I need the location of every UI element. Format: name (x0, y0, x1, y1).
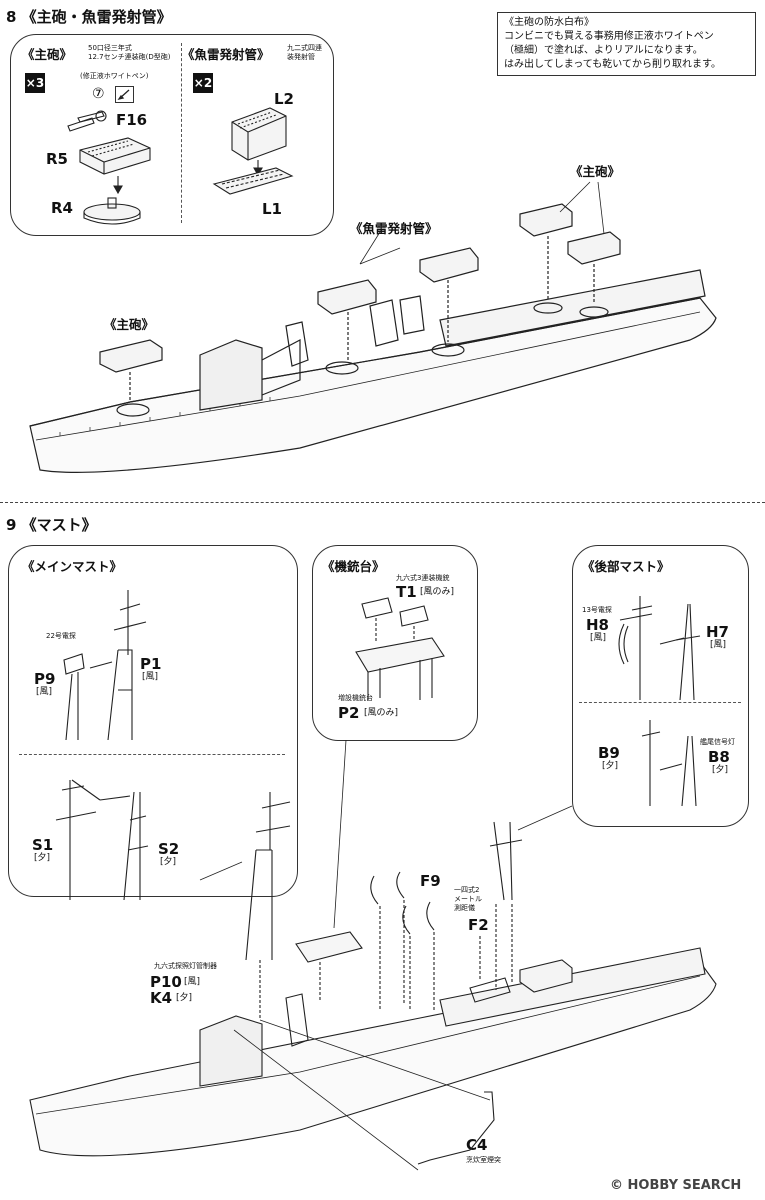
mg-platform-panel (312, 545, 478, 741)
f2-note-3: 測距儀 (454, 904, 475, 912)
part-c4: C4 (466, 1136, 488, 1154)
step-8-hull-icon (29, 181, 717, 473)
part-b9: B9 (598, 744, 620, 762)
torpedo-panel-title: 《魚雷発射管》 (182, 47, 270, 62)
assembly-arrow (89, 661, 113, 669)
step-9-header: 9 《マスト》 (6, 514, 97, 535)
mg-gun-note: 九六式3連装機銃 (396, 574, 450, 582)
part-r5: R5 (46, 150, 68, 168)
stern-light-note: 艦尾信号灯 (700, 738, 735, 746)
part-p9: P9 (34, 670, 56, 688)
step-8-number: 8 (6, 8, 17, 26)
p10-note: 九六式探照灯管制器 (154, 962, 217, 970)
paint-brush-icon (115, 86, 134, 103)
part-p1: P1 (140, 655, 162, 673)
main-gun-desc-1: 50口径三年式 (88, 44, 132, 52)
torpedo-desc-2: 装発射管 (287, 53, 315, 61)
step-8-drawing (29, 107, 717, 473)
part-s1: S1 (32, 836, 54, 854)
part-p9-tag: [風] (36, 687, 53, 697)
step-8-title: 《主砲・魚雷発射管》 (21, 8, 172, 26)
paint-note: (修正液ホワイトペン) (80, 72, 149, 80)
torpedo-desc-1: 九二式四連 (287, 44, 322, 52)
main-mast-panel-title: 《メインマスト》 (22, 559, 123, 574)
part-f16: F16 (116, 111, 148, 129)
part-p2: P2 (338, 704, 360, 722)
part-h7-tag: [風] (710, 640, 727, 650)
mast-s2-icon (123, 791, 149, 901)
part-t1-tag: [風のみ] (420, 587, 455, 597)
aft-mast-panel-divider (579, 702, 741, 703)
part-f9: F9 (420, 872, 441, 890)
main-mast-panel (8, 545, 298, 897)
part-h8-tag: [風] (590, 633, 607, 643)
part-p10-tag: [風] (184, 977, 201, 987)
part-s2-tag: [夕] (160, 857, 177, 867)
radar-22-note: 22号電探 (46, 632, 76, 640)
f2-note-1: 一四式2 (454, 886, 480, 894)
part-p10: P10 (150, 973, 182, 991)
main-gun-fore-callout: 《主砲》 (104, 317, 155, 332)
panel-divider (181, 43, 182, 223)
step-divider (0, 502, 765, 503)
part-l1: L1 (262, 200, 282, 218)
step-9-hull-icon (29, 947, 717, 1157)
note-line-2: コンビニでも買える事務用修正液ホワイトペン (504, 31, 714, 42)
part-b9-tag: [夕] (602, 761, 619, 771)
part-b8-tag: [夕] (712, 765, 729, 775)
torpedo-quantity-badge: ×2 (193, 73, 213, 93)
hobby-search-watermark: © HOBBY SEARCH (610, 1178, 742, 1193)
gun-turret-part-icon (79, 137, 151, 175)
mast-s1-icon (55, 779, 101, 900)
main-gun-panel-title: 《主砲》 (22, 47, 73, 62)
torpedo-callout: 《魚雷発射管》 (350, 221, 438, 236)
c4-note: 烹炊室煙突 (466, 1156, 501, 1164)
part-f2: F2 (468, 916, 489, 934)
paint-code: ⑦ (92, 86, 105, 102)
note-line-3: （極細）で塗れば、よりリアルになります。 (504, 45, 703, 56)
part-k4-tag: [夕] (176, 993, 193, 1003)
aft-mast-panel-title: 《後部マスト》 (582, 559, 670, 574)
part-p2-tag: [風のみ] (364, 708, 399, 718)
part-h8: H8 (586, 616, 609, 634)
step-9-title: 《マスト》 (21, 516, 97, 534)
main-gun-quantity-badge: ×3 (25, 73, 45, 93)
waterproof-note: 《主砲の防水白布》 コンビニでも買える事務用修正液ホワイトペン （極細）で塗れば… (497, 12, 756, 76)
part-k4: K4 (150, 989, 173, 1007)
step-9-number: 9 (6, 516, 17, 534)
part-r4: R4 (51, 199, 73, 217)
part-l2: L2 (274, 90, 294, 108)
note-line-4: はみ出してしまっても乾いてから削り取れます。 (504, 59, 721, 70)
main-gun-aft-callout: 《主砲》 (570, 164, 621, 179)
part-h7: H7 (706, 623, 729, 641)
part-s2: S2 (158, 840, 180, 858)
mg-panel-title: 《機銃台》 (322, 559, 385, 574)
torpedo-tube-part-icon (231, 107, 287, 161)
part-b8: B8 (708, 748, 730, 766)
gun-barrel-part-icon (67, 110, 107, 132)
radar-13-note: 13号電探 (582, 606, 612, 614)
note-line-1: 《主砲の防水白布》 (504, 17, 594, 28)
part-p1-tag: [風] (142, 672, 159, 682)
step-8-header: 8 《主砲・魚雷発射管》 (6, 6, 172, 27)
mg-base-note: 増設機銃台 (338, 694, 373, 702)
main-mast-panel-divider (19, 754, 285, 755)
part-t1: T1 (396, 583, 417, 601)
f2-note-2: メートル (454, 895, 482, 903)
gun-base-part-icon (83, 197, 141, 225)
torpedo-base-part-icon (212, 167, 294, 195)
radar-p9-icon (63, 653, 85, 741)
main-gun-desc-2: 12.7センチ連装砲(D型砲) (88, 53, 171, 61)
mast-p1-icon (107, 590, 147, 741)
aft-mast-panel (572, 545, 749, 827)
part-s1-tag: [夕] (34, 853, 51, 863)
